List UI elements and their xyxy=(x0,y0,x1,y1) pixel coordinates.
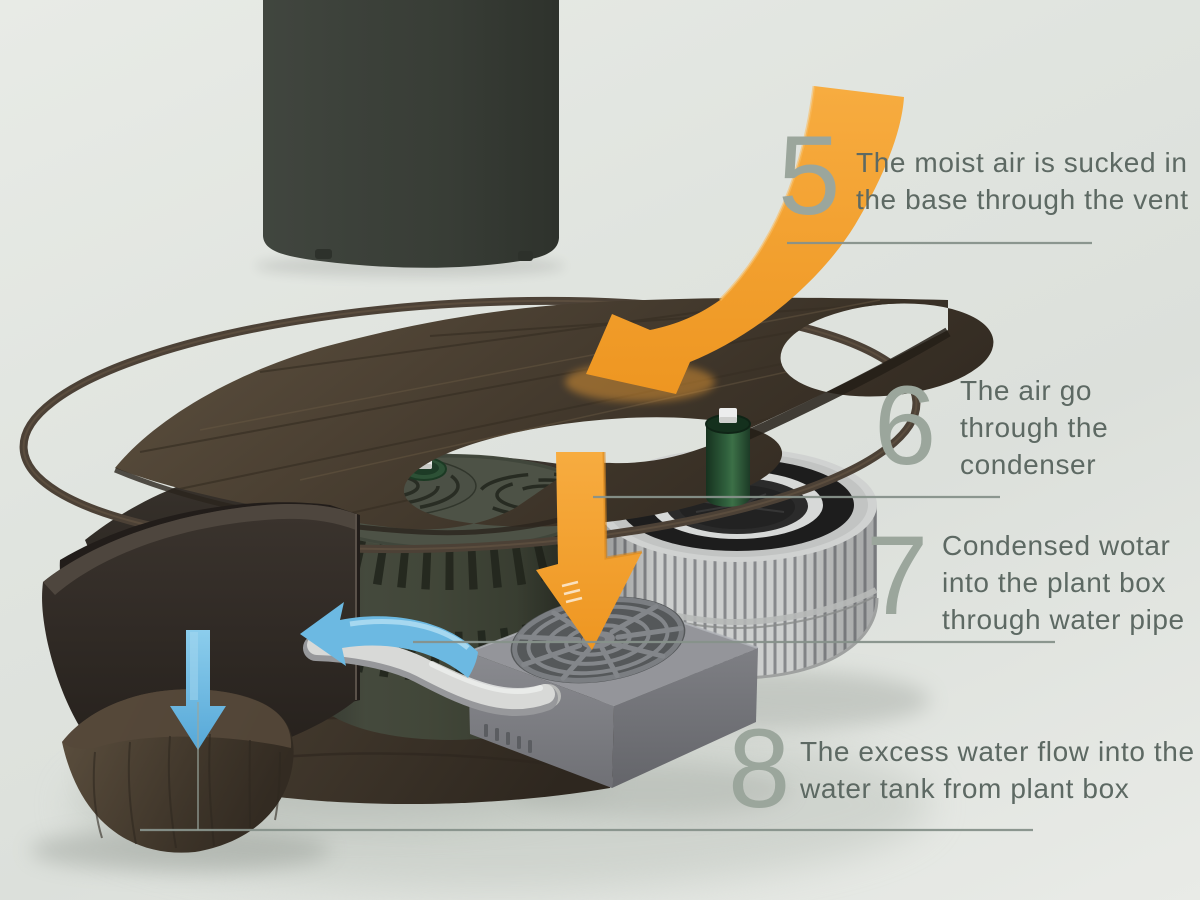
condenser-flow-arrow-icon xyxy=(536,451,643,650)
cylinder-foot xyxy=(518,251,533,261)
fan-box-vents xyxy=(484,724,532,753)
wooden-tray xyxy=(19,296,994,554)
leader-lines xyxy=(140,241,1092,832)
cylinder-foot xyxy=(315,249,332,259)
excess-water-flow-arrow-icon xyxy=(170,630,226,750)
water-pipe xyxy=(303,635,561,717)
moist-air-flow-arrow-icon xyxy=(565,85,904,402)
top-cylinder xyxy=(255,0,565,277)
filter-core xyxy=(705,408,751,507)
water-tank-wood-base xyxy=(62,689,294,853)
tray-plate xyxy=(115,297,994,530)
